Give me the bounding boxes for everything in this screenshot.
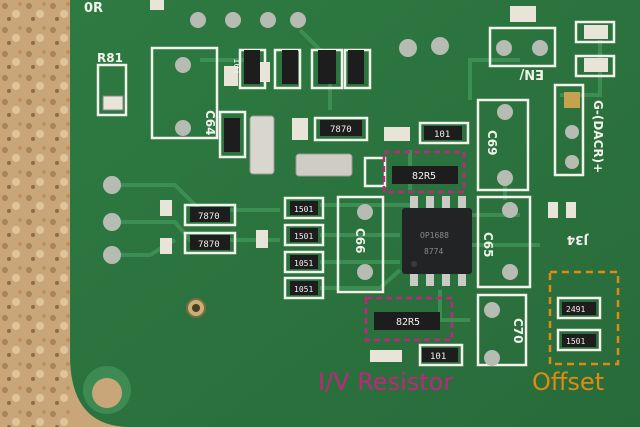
offset-annotation: Offset <box>532 368 605 396</box>
marking-1051-a: 1051 <box>294 259 313 268</box>
c65-label: C65 <box>481 232 495 258</box>
left-header-pads <box>103 176 121 264</box>
marking-101-a: 101 <box>434 130 450 140</box>
marking-1501-a: 1501 <box>294 205 313 214</box>
marking-82r5-a: 82R5 <box>412 171 436 182</box>
marking-7870-a: 7870 <box>198 212 220 222</box>
marking-opamp-top: OP1688 <box>420 231 449 240</box>
marking-7870-b: 7870 <box>198 240 220 250</box>
mounting-hole <box>92 378 122 408</box>
g-dacr-label: G-(DACR)+ <box>591 100 605 173</box>
iv-resistor-box-top <box>382 150 466 194</box>
c66-label: C66 <box>353 228 367 254</box>
c64-label: C64 <box>203 110 217 136</box>
offset-box <box>548 270 620 366</box>
opamp-ic <box>402 196 472 286</box>
marking-1501-offset: 1501 <box>566 337 585 346</box>
c70-label: C70 <box>511 318 525 344</box>
top-pads <box>190 12 548 57</box>
marking-2491: 2491 <box>566 305 585 314</box>
en-label: EN/ <box>519 66 544 81</box>
silkscreen-outlines <box>96 20 616 367</box>
silkscreen-labels: R81 0R C64 C69 C65 C66 C70 EN/ G-(DACR)+… <box>84 1 605 344</box>
r-top-label: 0R <box>84 1 103 16</box>
marking-1501-b: 1501 <box>294 232 313 241</box>
iv-resistor-annotation: I/V Resistor <box>318 368 454 396</box>
marking-101-c: 101 <box>231 58 241 74</box>
iv-resistor-box-bottom <box>364 296 454 342</box>
marking-opamp-bottom: 8774 <box>424 247 443 256</box>
r81-label: R81 <box>97 51 123 65</box>
j34-label: J34 <box>567 233 589 247</box>
marking-1051-b: 1051 <box>294 285 313 294</box>
smd-parts <box>102 0 608 362</box>
marking-82r5-b: 82R5 <box>396 317 420 328</box>
resistor-bodies <box>190 50 596 362</box>
marking-7870-c: 7870 <box>330 125 352 135</box>
c69-label: C69 <box>485 130 499 156</box>
marking-101-b: 101 <box>430 352 446 362</box>
component-markings: 7870 7870 7870 1501 1501 1051 1051 101 1… <box>198 58 585 362</box>
pcb-board <box>70 0 640 427</box>
